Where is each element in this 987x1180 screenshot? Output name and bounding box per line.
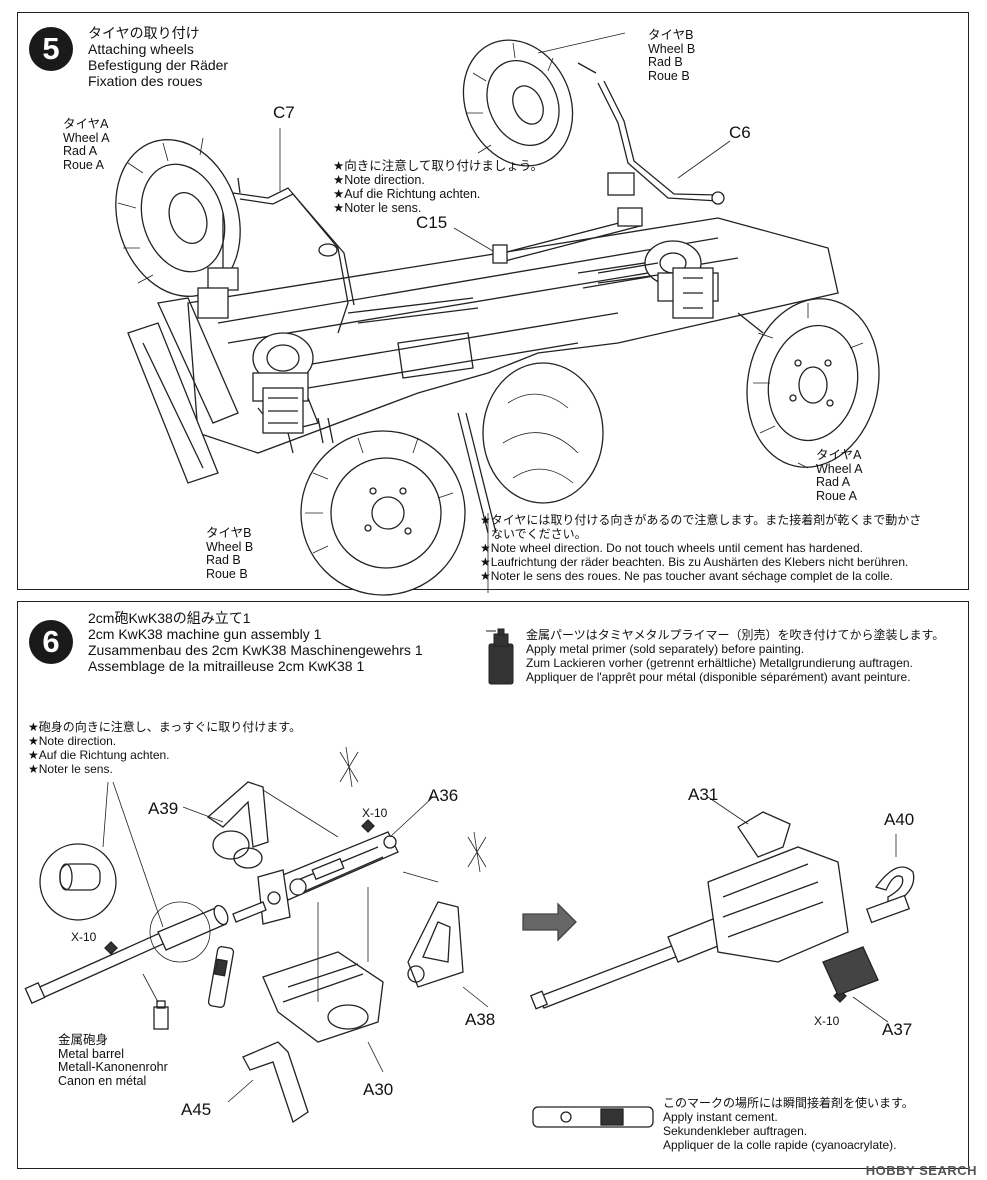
wheels-assembly-illustration	[115, 32, 880, 596]
title-en: 2cm KwK38 machine gun assembly 1	[88, 626, 322, 642]
title-jp: 2cm砲KwK38の組み立て1	[88, 610, 251, 626]
part-c6: C6	[729, 123, 751, 142]
title-fr: Assemblage de la mitrailleuse 2cm KwK38 …	[88, 658, 365, 674]
note-en: ★Note wheel direction. Do not touch whee…	[480, 541, 863, 555]
title-fr: Fixation des roues	[88, 73, 203, 89]
part-c7: C7	[273, 103, 295, 122]
note-en: ★Note direction.	[28, 734, 117, 748]
part-a31: A31	[688, 785, 719, 804]
note-fr: Appliquer de la colle rapide (cyanoacryl…	[663, 1138, 897, 1152]
label-en: Metal barrel	[58, 1046, 124, 1061]
spray-can-icon	[486, 628, 514, 685]
label-jp: タイヤB	[648, 28, 694, 42]
wheel-a-front-left	[115, 137, 241, 319]
instant-cement-note: このマークの場所には瞬間接着剤を使います。 Apply instant ceme…	[663, 1096, 914, 1152]
title-jp: タイヤの取り付け	[88, 25, 200, 41]
note-fr: ★Noter le sens des roues. Ne pas toucher…	[480, 569, 893, 583]
label-jp: 金属砲身	[58, 1033, 109, 1047]
step-6-title: 2cm砲KwK38の組み立て1 2cm KwK38 machine gun as…	[88, 610, 423, 674]
title-de: Zusammenbau des 2cm KwK38 Maschinengeweh…	[88, 642, 423, 658]
part-a37: A37	[882, 1020, 913, 1039]
step-number-badge: 5	[29, 27, 73, 71]
label-de: Rad B	[206, 553, 241, 567]
note-de: Zum Lackieren vorher (getrennt erhältlic…	[526, 656, 913, 670]
metal-primer-note: 金属パーツはタミヤメタルプライマー（別売）を吹き付けてから塗装します。 Appl…	[526, 628, 944, 684]
label-en: Wheel A	[63, 130, 110, 145]
note-jp: ★砲身の向きに注意し、まっすぐに取り付けます。	[28, 720, 302, 734]
step-6-panel: 6 2cm砲KwK38の組み立て1 2cm KwK38 machine gun …	[17, 601, 969, 1169]
wheel-b-rear-left	[462, 39, 643, 227]
label-jp: タイヤA	[63, 117, 109, 131]
note-de: ★Auf die Richtung achten.	[333, 187, 481, 201]
note-en: ★Note direction.	[333, 173, 425, 187]
note-jp: このマークの場所には瞬間接着剤を使います。	[663, 1096, 914, 1110]
part-c15: C15	[416, 213, 448, 232]
label-de: Rad A	[63, 144, 98, 158]
step-5-title: タイヤの取り付け Attaching wheels Befestigung de…	[88, 25, 228, 89]
note-jp: 金属パーツはタミヤメタルプライマー（別売）を吹き付けてから塗装します。	[526, 628, 945, 642]
note-en: Apply instant cement.	[663, 1110, 778, 1124]
label-fr: Roue B	[648, 68, 690, 83]
label-fr: Roue A	[816, 488, 858, 503]
label-fr: Roue A	[63, 157, 105, 172]
label-de: Metall-Kanonenrohr	[58, 1060, 168, 1074]
note-en: Apply metal primer (sold separately) bef…	[526, 642, 805, 656]
title-de: Befestigung der Räder	[88, 57, 229, 73]
note-de: ★Laufrichtung der räder beachten. Bis zu…	[480, 555, 909, 569]
part-a30: A30	[363, 1080, 394, 1099]
note-jp-2: ないでください。	[491, 527, 587, 541]
label-wheel-b-bottom: タイヤB Wheel B Rad B Roue B	[206, 526, 254, 581]
note-fr: ★Noter le sens.	[28, 762, 113, 776]
label-wheel-a-bottom: タイヤA Wheel A Rad A Roue A	[816, 448, 863, 503]
label-metal-barrel: 金属砲身 Metal barrel Metall-Kanonenrohr Can…	[58, 1033, 168, 1088]
barrel-direction-note: ★砲身の向きに注意し、まっすぐに取り付けます。 ★Note direction.…	[28, 720, 301, 776]
note-jp: ★向きに注意して取り付けましょう。	[333, 159, 544, 173]
label-fr: Roue B	[206, 566, 248, 581]
label-wheel-a-top: タイヤA Wheel A Rad A Roue A	[63, 117, 110, 172]
step-number-badge: 6	[29, 620, 73, 664]
part-x10-barrel: X-10	[71, 930, 97, 944]
part-a36: A36	[428, 786, 459, 805]
note-fr: ★Noter le sens.	[333, 201, 422, 215]
label-jp: タイヤB	[206, 526, 252, 540]
wheel-direction-note: ★タイヤには取り付ける向きがあるので注意します。また接着剤が乾くまで動かさ ない…	[480, 513, 921, 583]
note-fr: Appliquer de l'apprêt pour métal (dispon…	[526, 670, 911, 684]
kwk38-assembly-illustration	[24, 746, 915, 1128]
label-jp: タイヤA	[816, 448, 862, 462]
note-jp-1: ★タイヤには取り付ける向きがあるので注意します。また接着剤が乾くまで動かさ	[480, 513, 922, 527]
label-en: Wheel A	[816, 461, 863, 476]
part-x10-receiver: X-10	[362, 806, 388, 820]
label-fr: Canon en métal	[58, 1073, 147, 1088]
label-de: Rad B	[648, 55, 683, 69]
title-en: Attaching wheels	[88, 41, 194, 57]
note-de: Sekundenkleber auftragen.	[663, 1124, 808, 1138]
part-a38: A38	[465, 1010, 496, 1029]
label-en: Wheel B	[206, 539, 254, 554]
wheel-b-front-right	[262, 387, 466, 596]
label-en: Wheel B	[648, 41, 696, 56]
label-wheel-b-top: タイヤB Wheel B Rad B Roue B	[648, 28, 696, 83]
direction-note: ★向きに注意して取り付けましょう。 ★Note direction. ★Auf …	[333, 159, 543, 215]
part-a45: A45	[181, 1100, 212, 1119]
part-x10-grip: X-10	[814, 1014, 840, 1028]
step-5-panel: 5 タイヤの取り付け Attaching wheels Befestigung …	[17, 12, 969, 596]
note-de: ★Auf die Richtung achten.	[28, 748, 170, 762]
label-de: Rad A	[816, 475, 851, 489]
wheel-a-rear-right	[672, 267, 880, 468]
watermark-logo: HOBBY SEARCH	[865, 1163, 977, 1178]
part-a40: A40	[884, 810, 915, 829]
part-a39: A39	[148, 799, 179, 818]
